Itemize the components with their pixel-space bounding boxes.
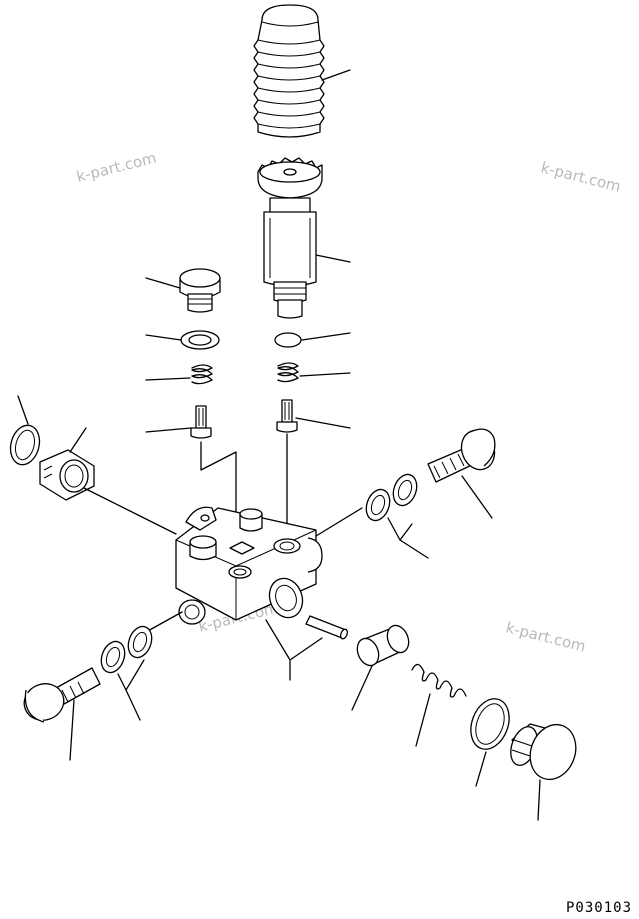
gasket-left-top bbox=[180, 330, 220, 350]
leader-plug-top bbox=[145, 277, 181, 289]
spring-right bbox=[277, 362, 299, 383]
leader-gasket-left bbox=[145, 334, 182, 341]
leader-piston bbox=[351, 665, 373, 711]
leader-plug-bottom bbox=[537, 779, 541, 821]
strainer bbox=[39, 449, 95, 501]
figure-code: P030103 bbox=[566, 900, 632, 916]
leader-gaskets-right bbox=[387, 517, 429, 559]
spring-left bbox=[191, 364, 213, 385]
leader-oring-right bbox=[301, 332, 351, 341]
watermark-2: k-part.com bbox=[539, 158, 623, 195]
leader-boot bbox=[321, 69, 351, 81]
eye-bolt-right bbox=[427, 428, 496, 483]
rubber-boot bbox=[253, 4, 325, 138]
gasket-left-2 bbox=[127, 625, 153, 659]
leader-body-left-gaskets bbox=[145, 611, 183, 633]
piston bbox=[356, 624, 410, 667]
leader-priming-pump bbox=[315, 254, 351, 263]
pump-body bbox=[175, 506, 323, 625]
leader-eye-bolt-left bbox=[69, 699, 75, 761]
leader-snap-ring bbox=[17, 395, 29, 425]
leader-spring-left bbox=[145, 377, 191, 381]
gasket-left-1 bbox=[100, 640, 126, 674]
check-valve-left bbox=[190, 405, 212, 439]
leader-valve-left bbox=[145, 427, 192, 433]
oring-right-top bbox=[274, 332, 302, 348]
watermark-4: k-part.com bbox=[504, 618, 588, 655]
leader-eye-bolt-right bbox=[461, 475, 493, 519]
gasket-right-2 bbox=[392, 473, 418, 507]
check-valve-right bbox=[276, 399, 298, 433]
leader-body-right-gaskets bbox=[315, 507, 363, 537]
snap-ring bbox=[9, 424, 41, 466]
oring-plug bbox=[470, 698, 510, 750]
leader-valve-right bbox=[295, 417, 351, 429]
leader-spring-right bbox=[299, 372, 351, 377]
plug-left-top bbox=[179, 268, 221, 313]
leader-oring-plug bbox=[475, 751, 487, 787]
pin bbox=[305, 615, 349, 640]
watermark-1: k-part.com bbox=[75, 149, 159, 186]
leader-gaskets-left bbox=[117, 659, 145, 721]
leader-valve-left-to-body bbox=[200, 441, 237, 537]
piston-spring bbox=[411, 663, 467, 698]
leader-strainer-body bbox=[83, 487, 177, 535]
priming-pump bbox=[257, 157, 323, 319]
leader-strainer-top bbox=[69, 427, 87, 453]
gasket-right-1 bbox=[365, 488, 391, 522]
plug-bottom-right bbox=[510, 723, 577, 781]
leader-piston-spring bbox=[415, 693, 431, 747]
eye-bolt-left bbox=[23, 667, 101, 723]
leader-pin-group bbox=[265, 619, 323, 681]
